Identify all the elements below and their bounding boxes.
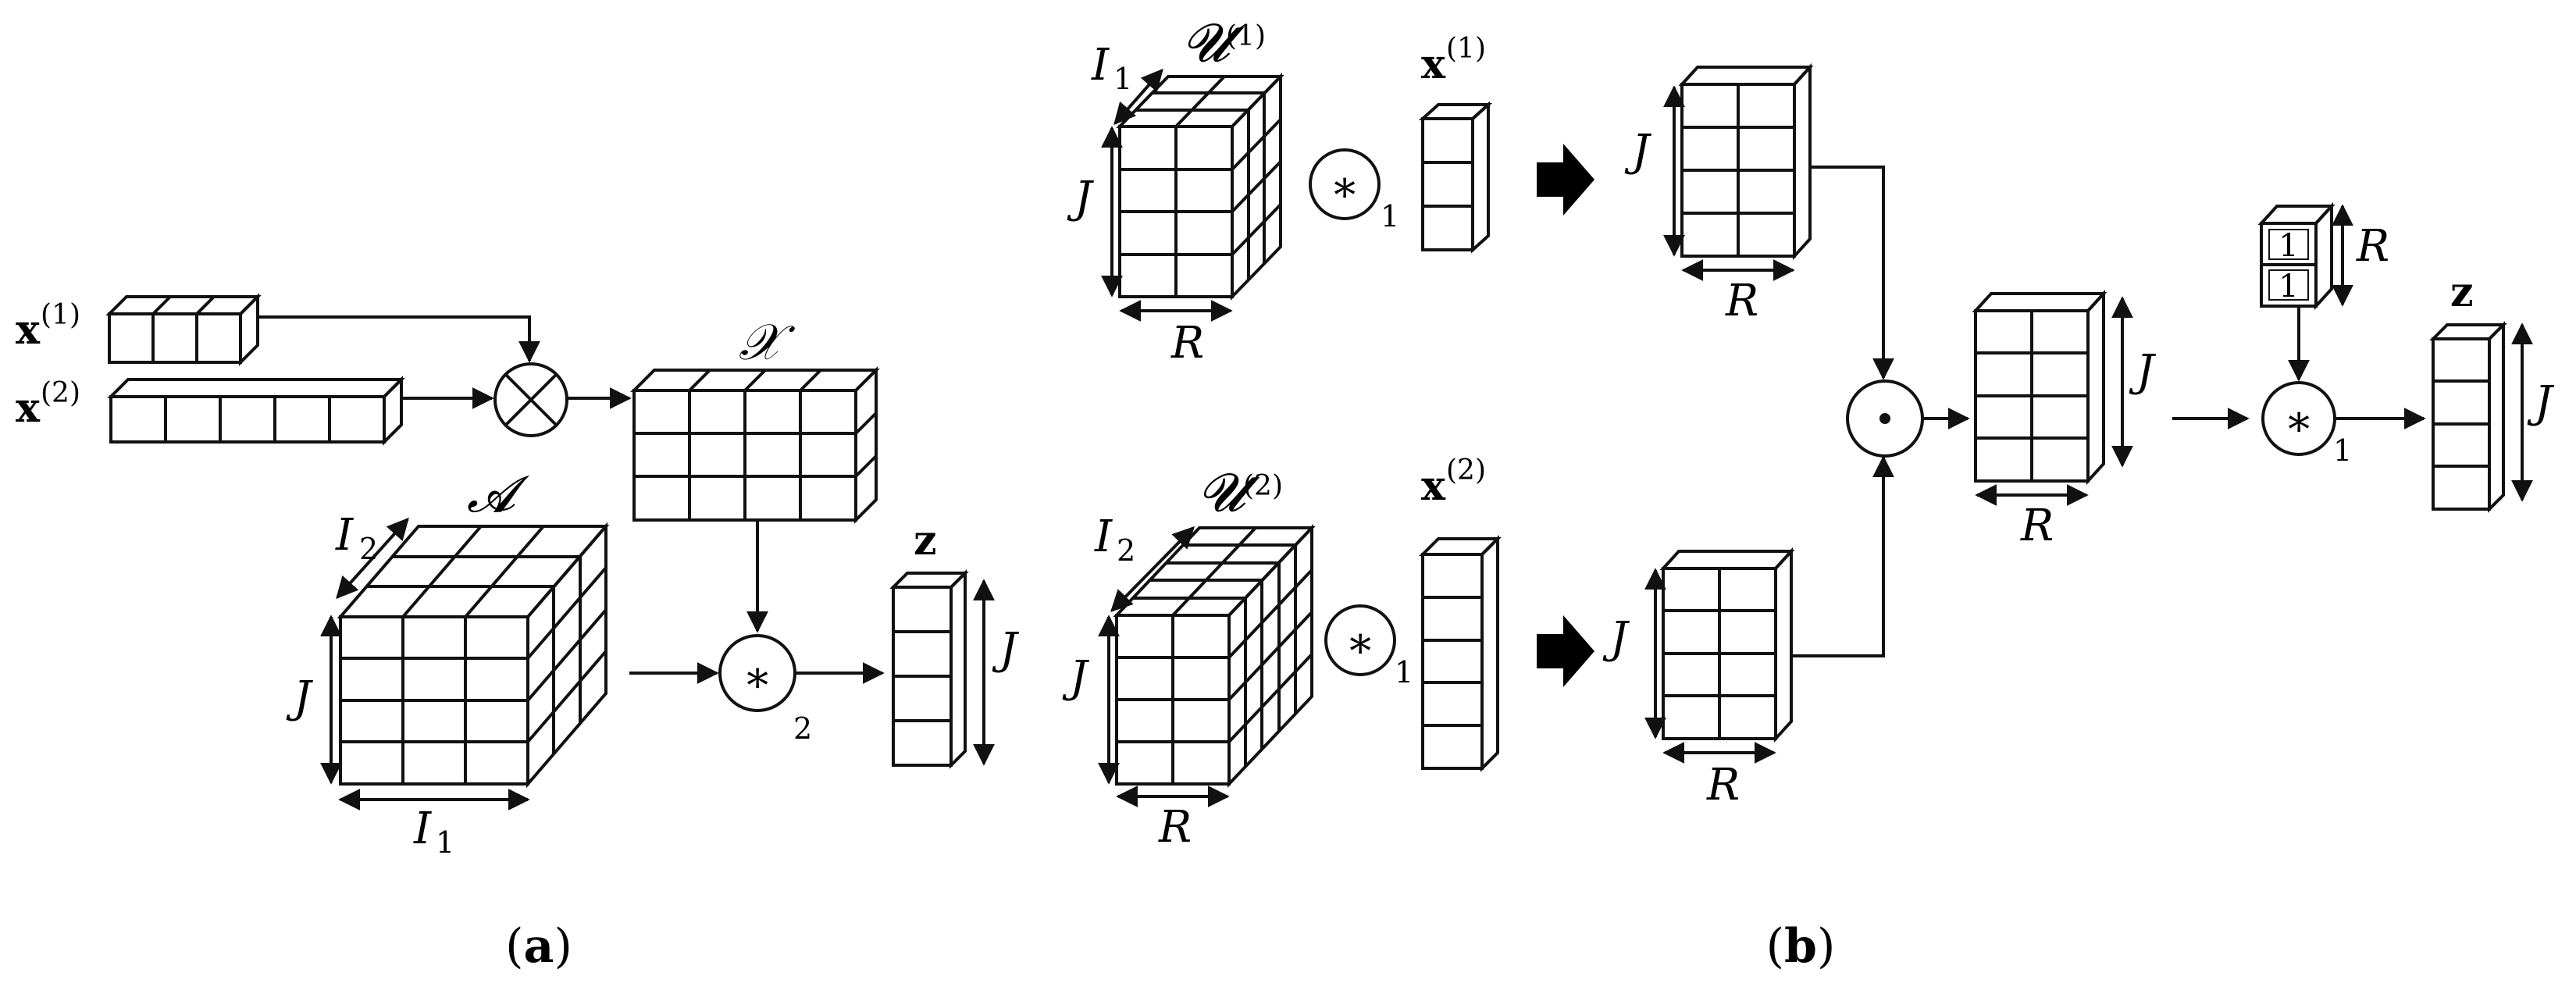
label-I2-U2: I	[1094, 511, 1113, 562]
label-R-prod: R	[2020, 501, 2054, 551]
tensor-U1	[1116, 73, 1284, 301]
final-op-symbol: ∗	[2284, 396, 2314, 447]
tensor-X	[630, 366, 880, 524]
mode2-op-symbol: ∗	[743, 652, 772, 703]
label-I1-a: I	[413, 803, 433, 854]
thick-arrow-top	[1537, 144, 1594, 216]
label-tensor-X: 𝒳	[739, 314, 796, 372]
caption-b-letter: b	[1784, 919, 1817, 974]
label-J-U2: J	[1062, 652, 1090, 703]
mode1-operator-bottom	[1324, 604, 1396, 676]
label-x2-b-sup: (2)	[1446, 454, 1486, 486]
label-x2-a-sup: (2)	[41, 377, 80, 409]
label-z-b: z	[2450, 269, 2474, 316]
vector-x2-a	[107, 376, 405, 446]
label-x1-a-sup: (1)	[41, 299, 80, 331]
dim-arrow-I1-U1	[1113, 68, 1163, 126]
label-J-res2: J	[1602, 613, 1630, 664]
ones-value-1: 1	[2278, 228, 2298, 264]
label-x1-a: x	[16, 306, 41, 354]
label-R-U1: R	[1170, 318, 1204, 369]
label-tensor-A: 𝓐	[467, 466, 530, 524]
label-I2-U2-sub: 2	[1117, 533, 1135, 568]
label-J-U1: J	[1067, 173, 1095, 223]
final-op-sub: 1	[2333, 433, 2352, 468]
arrow-res2-to-hadamard	[1791, 455, 1894, 657]
label-I2-a-sub: 2	[359, 532, 378, 566]
label-J-z-a: J	[992, 624, 1020, 675]
panel-a: x (1) x (2)	[16, 293, 1020, 974]
label-x1-b-sup: (1)	[1446, 33, 1486, 65]
output-z-b	[2429, 321, 2507, 513]
label-R-res2: R	[1706, 760, 1740, 811]
tensor-U2	[1113, 523, 1316, 789]
output-z-a	[889, 569, 969, 769]
mode1-operator-top	[1309, 148, 1381, 220]
label-J-prod: J	[2129, 346, 2157, 397]
label-x1-b: x	[1421, 41, 1446, 88]
label-x2-a: x	[16, 384, 41, 432]
label-z-a: z	[914, 517, 937, 565]
thick-arrow-bottom	[1537, 615, 1594, 687]
result-matrix-1	[1678, 62, 1814, 261]
tensor-A	[337, 522, 610, 789]
label-R-U2: R	[1158, 802, 1192, 853]
label-R-res1: R	[1725, 276, 1758, 326]
dim-arrow-I2-a	[336, 517, 409, 600]
label-J-a: J	[286, 672, 314, 723]
vector-x1-b	[1418, 101, 1493, 254]
caption-a: (a)	[505, 919, 572, 974]
mode2-product-operator: ∗	[718, 634, 796, 712]
mode1-op-top-symbol: ∗	[1330, 162, 1359, 212]
kron-operator	[493, 362, 568, 437]
label-J-z-b: J	[2527, 377, 2555, 428]
panel-b: 𝓤 (1) I 1 J R ∗ 1 x (1)	[1062, 12, 2555, 974]
mode1-op-bottom-sub: 1	[1395, 655, 1413, 689]
label-U1-sup: (1)	[1226, 20, 1266, 52]
label-I1-U1: I	[1091, 40, 1110, 91]
vector-x2-b	[1419, 535, 1502, 772]
ones-value-2: 1	[2278, 269, 2298, 305]
mode1-op-top-sub: 1	[1381, 199, 1399, 233]
label-J-res1: J	[1624, 126, 1652, 176]
mode2-op-sub: 2	[793, 711, 812, 746]
mode1-op-bottom-symbol: ∗	[1345, 618, 1375, 668]
label-I1-U1-sub: 1	[1113, 62, 1132, 96]
label-x2-b: x	[1421, 462, 1446, 510]
arrow-x1-to-kron	[258, 315, 540, 363]
arrow-res1-to-hadamard	[1810, 166, 1894, 380]
hadamard-operator	[1846, 379, 1924, 458]
result-matrix-2	[1659, 547, 1795, 743]
label-I1-a-sub: 1	[436, 825, 454, 860]
caption-a-letter: a	[524, 919, 554, 974]
vector-x1-a	[105, 293, 262, 366]
caption-b: (b)	[1766, 919, 1836, 974]
dim-arrow-I2-U2	[1110, 526, 1195, 612]
label-I2-a: I	[335, 510, 355, 561]
label-R-ones: R	[2356, 221, 2389, 272]
label-U2-sup: (2)	[1243, 470, 1283, 502]
product-matrix	[1972, 289, 2107, 486]
